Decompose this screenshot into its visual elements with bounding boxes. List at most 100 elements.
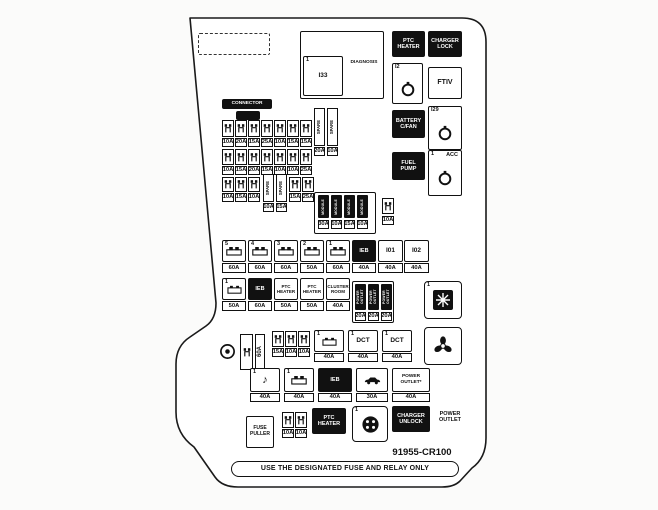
- label-text: IEB: [359, 247, 369, 254]
- label-text: 60A: [228, 264, 240, 271]
- cartridge-fuse: 4: [248, 240, 272, 262]
- label-text: I33: [318, 72, 328, 80]
- vehicle-fuse-box: [356, 368, 388, 392]
- label-text: 25A: [261, 139, 273, 146]
- fuse-icon: [263, 123, 271, 134]
- amp-rating: 10A: [295, 429, 307, 438]
- i01-box: I01: [378, 240, 403, 262]
- amp-rating: 25A: [300, 166, 312, 175]
- label-text: 10A: [274, 139, 286, 146]
- label-text: 10A: [331, 221, 342, 228]
- battery-cooling-fan-relay-label: BATTERY C/FAN: [392, 110, 425, 138]
- mini-fuse: [222, 177, 234, 192]
- fuse-icon: [250, 152, 258, 163]
- label-text: 20A: [355, 313, 366, 320]
- label-text: 40A: [329, 394, 341, 401]
- label-text: 60A: [332, 264, 344, 271]
- label-text: 15A: [272, 349, 284, 356]
- mini-fuse: [235, 177, 247, 192]
- mini-fuse: [285, 331, 297, 347]
- fuseb-icon: [304, 246, 320, 256]
- fuse-icon: [384, 201, 392, 212]
- label-text: SPARE: [278, 180, 284, 196]
- amp-rating: 20A: [314, 147, 325, 156]
- label-text: IEB: [330, 376, 340, 383]
- label-text: 10A: [295, 430, 307, 437]
- amp-rating: 30A: [356, 393, 388, 402]
- mini-fuse: [302, 177, 314, 192]
- fuse-icon: [237, 179, 245, 190]
- amp-rating: 25A: [302, 193, 314, 202]
- amp-rating: 10A: [331, 220, 342, 229]
- label-text: SPARE: [265, 180, 271, 196]
- amp-rating: 20A: [355, 312, 366, 321]
- id-number: 5: [225, 241, 229, 247]
- amp-rating: 15A: [248, 138, 260, 147]
- snow-icon: [433, 290, 453, 310]
- amp-rating: 25A: [261, 138, 273, 147]
- cartridge-fuse: 5: [222, 240, 246, 262]
- amp-rating: 10A: [222, 166, 234, 175]
- vertical-component-label: MODULE: [357, 195, 368, 218]
- label-text: POWER OUTLET: [368, 289, 377, 305]
- label-text: 20A: [314, 148, 325, 155]
- ftiv-box: FTIV: [428, 67, 462, 99]
- label-text: I02: [411, 247, 422, 255]
- label-text: CLUSTER ROOM: [327, 283, 349, 294]
- connector-icon: [236, 111, 260, 120]
- dashed-placeholder-box: [198, 33, 270, 55]
- fan-icon: [433, 336, 453, 356]
- amp-rating: 10A: [274, 138, 286, 147]
- component-box: CLUSTER ROOM: [326, 278, 350, 300]
- label-text: CHARGER LOCK: [431, 37, 459, 50]
- label-text: ACC: [446, 152, 458, 158]
- label-text: 10A: [357, 221, 368, 228]
- vertical-component-label: MODULE: [331, 195, 342, 218]
- label-text: 50A: [306, 302, 318, 309]
- id-number: 1: [355, 407, 359, 413]
- fuse-icon: [291, 179, 299, 190]
- id-number: 1: [287, 369, 291, 375]
- label-text: FUEL PUMP: [400, 159, 417, 172]
- amp-rating: 10A: [298, 348, 310, 357]
- cartridge-fuse: 1: [314, 330, 344, 352]
- label-text: MODULE: [359, 198, 364, 215]
- label-text: 15A: [235, 194, 247, 201]
- label-text: 15A: [300, 139, 312, 146]
- car-icon: [364, 375, 381, 385]
- amp-rating: 40A: [250, 393, 280, 402]
- relay-icon: [437, 125, 453, 141]
- charge-port-fuse-box: 1: [352, 406, 388, 442]
- amp-rating: 20A: [235, 138, 247, 147]
- label-text: 10A: [382, 217, 394, 224]
- amp-rating: 20A: [248, 166, 260, 175]
- mini-fuse: [235, 120, 247, 137]
- fuseb-icon: [252, 246, 268, 256]
- id-number: 1: [253, 369, 257, 375]
- amp-rating: 40A: [352, 263, 376, 273]
- amp-rating: 30A: [318, 220, 329, 229]
- fuse-icon: [243, 347, 251, 358]
- amp-rating: 60A: [326, 263, 350, 273]
- label-text: 10A: [298, 349, 310, 356]
- spare-fuse: SPARE: [276, 174, 287, 202]
- fuse-icon: [250, 179, 258, 190]
- vertical-component-label: POWER OUTLET: [368, 284, 379, 310]
- id-number: I2: [395, 64, 400, 70]
- label-text: 60A: [280, 264, 292, 271]
- id-number: 1: [317, 331, 321, 337]
- fuse-icon: [276, 152, 284, 163]
- label-text: USE THE DESIGNATED FUSE AND RELAY ONLY: [260, 464, 430, 472]
- relay-icon: [437, 170, 453, 186]
- ieb-fuse-label: IEB: [352, 240, 376, 262]
- mini-fuse: [282, 412, 294, 428]
- label-text: 30A: [318, 221, 329, 228]
- label-text: 15A: [344, 221, 355, 228]
- label-text: POWER OUTLET: [381, 289, 390, 305]
- i02-box: I02: [404, 240, 429, 262]
- spare-fuse: SPARE: [327, 108, 338, 146]
- component-box: PTC HEATER: [274, 278, 298, 300]
- cartridge-fuse: 1: [222, 278, 246, 300]
- label-text: 91955-CR100: [392, 446, 452, 458]
